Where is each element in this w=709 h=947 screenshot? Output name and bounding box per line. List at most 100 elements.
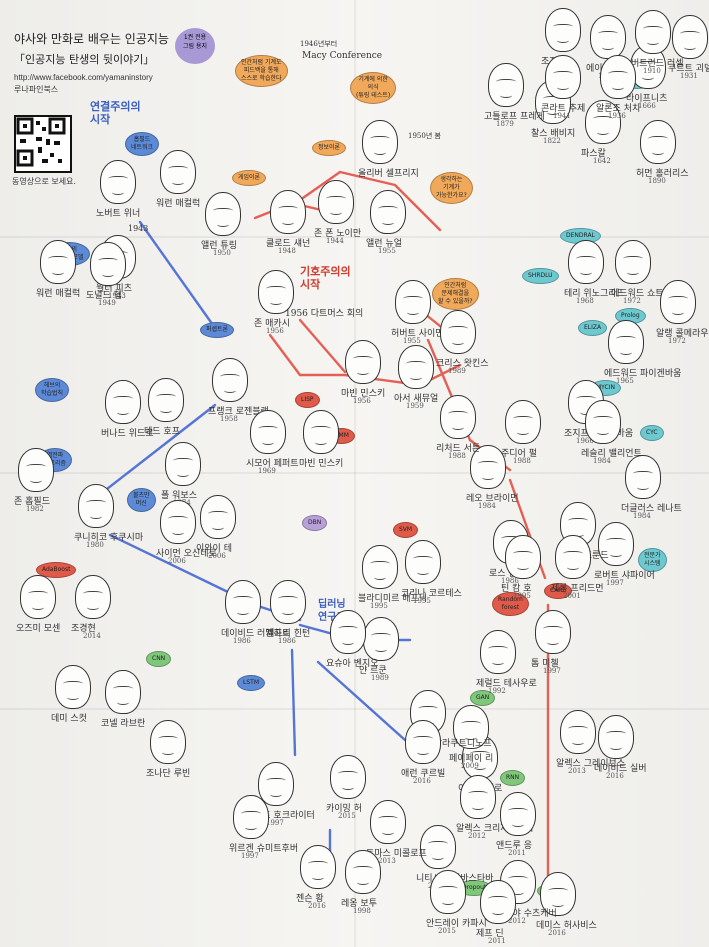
person-name: 요슈아 벤지오 bbox=[326, 659, 379, 669]
portrait-feigenbaum bbox=[608, 320, 644, 364]
portrait-he bbox=[330, 755, 366, 799]
portrait-turing bbox=[205, 192, 241, 236]
person-name: 허버트 사이먼 bbox=[391, 329, 444, 339]
portrait-pascal bbox=[585, 100, 621, 144]
fold-line-horizontal bbox=[0, 708, 709, 710]
portrait-wiener bbox=[100, 160, 136, 204]
qr-code[interactable] bbox=[14, 115, 72, 173]
portrait-sutton bbox=[440, 395, 476, 439]
person-year: 2001 bbox=[563, 592, 581, 600]
portrait-frege bbox=[488, 63, 524, 107]
portrait-bottou bbox=[345, 850, 381, 894]
person-year: 1989 bbox=[371, 674, 389, 682]
person-year: 1910 bbox=[643, 67, 661, 75]
portrait-mitchell bbox=[535, 610, 571, 654]
portrait-neumann bbox=[318, 180, 354, 224]
person-name: 레옹 보투 bbox=[341, 899, 377, 909]
person-name: 알랭 콜메라우어 bbox=[656, 329, 709, 339]
link-line bbox=[108, 533, 232, 595]
bubble-boltzmann: 볼츠만 머신 bbox=[127, 488, 156, 512]
person-year: 1822 bbox=[543, 137, 561, 145]
person-year: 2016 bbox=[606, 772, 624, 780]
person-year: 2012 bbox=[508, 917, 526, 925]
person-name: 올리버 셀프리지 bbox=[358, 169, 419, 179]
portrait-hebb bbox=[90, 242, 126, 286]
person-name: 일리야 수츠케버 bbox=[496, 909, 557, 919]
person-name: 이와이 테 bbox=[196, 544, 232, 554]
person-name: 제프 딘 bbox=[476, 929, 504, 939]
person-year: 2009 bbox=[461, 762, 479, 770]
portrait-pearl bbox=[505, 400, 541, 444]
person-year: 1931 bbox=[680, 72, 698, 80]
portrait-shannon bbox=[270, 190, 306, 234]
person-name: 레슬리 밸리언트 bbox=[581, 449, 642, 459]
person-year: 1997 bbox=[241, 852, 259, 860]
person-year: 2015 bbox=[438, 927, 456, 935]
person-name: 알론조 처치 bbox=[596, 104, 641, 114]
person-name: 젠슨 황 bbox=[296, 894, 324, 904]
person-year: 1997 bbox=[606, 579, 624, 587]
portrait-samuel bbox=[398, 345, 434, 389]
bubble-cart: CART bbox=[544, 583, 572, 599]
person-year: 1642 bbox=[593, 157, 611, 165]
person-year: 1944 bbox=[326, 237, 344, 245]
person-name: 데이비드 실버 bbox=[594, 764, 647, 774]
qr-code-icon bbox=[16, 117, 66, 167]
person-name: 리처드 서튼 bbox=[436, 444, 481, 454]
portrait-goedel bbox=[672, 15, 708, 59]
person-name: 제롬 프리드먼 bbox=[551, 584, 604, 594]
fold-line-vertical bbox=[354, 0, 356, 947]
person-year: 1986 bbox=[278, 637, 296, 645]
person-year: 1941 bbox=[553, 112, 571, 120]
person-name: 로버트 샤파이어 bbox=[594, 571, 655, 581]
person-name: 프랭크 로젠블랫 bbox=[208, 407, 269, 417]
person-name: 시모어 페퍼트 bbox=[246, 459, 299, 469]
person-name: 노버트 위너 bbox=[96, 209, 141, 219]
person-year: 1984 bbox=[478, 502, 496, 510]
person-year: 1980 bbox=[86, 541, 104, 549]
person-name: 테리 위노그라드 bbox=[564, 289, 625, 299]
person-name: 토마스 미콜로프 bbox=[366, 849, 427, 859]
bubble-shrdlu: SHRDLU bbox=[522, 268, 559, 284]
portrait-ng bbox=[500, 792, 536, 836]
poster-title: 야사와 만화로 배우는 인공지능 bbox=[14, 32, 169, 46]
person-year: 1988 bbox=[448, 452, 466, 460]
portrait-schapire bbox=[598, 522, 634, 566]
person-name: 데미스 허사비스 bbox=[536, 921, 597, 931]
person-year: 2011 bbox=[508, 849, 526, 857]
person-year: 2013 bbox=[378, 857, 396, 865]
bubble-lstm: LSTM bbox=[237, 675, 265, 691]
portrait-silver bbox=[598, 715, 634, 759]
person-year: 2014 bbox=[83, 632, 101, 640]
link-line bbox=[393, 183, 442, 232]
person-year: 1879 bbox=[496, 120, 514, 128]
person-name: 쿠니히코 후쿠시마 bbox=[74, 533, 144, 543]
portrait-schmidhuber bbox=[233, 795, 269, 839]
portrait-li bbox=[453, 705, 489, 749]
person-year: 1956 bbox=[353, 397, 371, 405]
person-name: 틴 캄 호 bbox=[501, 584, 532, 594]
person-year: 2012 bbox=[468, 832, 486, 840]
milestone-dartmouth: 1956 다트머스 회의 bbox=[285, 309, 364, 319]
person-year: 1984 bbox=[593, 457, 611, 465]
person-name: 주디어 펄 bbox=[501, 449, 537, 459]
bubble-gps: 인간처럼 문제해결을 할 수 있을까? bbox=[432, 278, 479, 310]
person-name: 레오 브라이먼 bbox=[466, 494, 519, 504]
portrait-selfridge bbox=[362, 120, 398, 164]
portrait-hopfield bbox=[18, 448, 54, 492]
person-name: 아서 새뮤얼 bbox=[394, 394, 439, 404]
portrait-colmerauer bbox=[660, 280, 696, 324]
person-name: 페이페이 리 bbox=[449, 754, 494, 764]
facebook-url[interactable]: http://www.facebook.com/yamaninstory bbox=[14, 73, 153, 82]
person-name: 제럴드 테사우로 bbox=[476, 679, 537, 689]
person-year: 1969 bbox=[258, 467, 276, 475]
person-name: 클로드 섀넌 bbox=[266, 239, 311, 249]
person-year: 1997 bbox=[266, 819, 284, 827]
person-name: 톰 미첼 bbox=[531, 659, 559, 669]
portrait-rumelhart bbox=[225, 580, 261, 624]
person-year: 2006 bbox=[168, 557, 186, 565]
person-year: 1955 bbox=[403, 337, 421, 345]
stamp-badge: 1권 전용 그림 용지 bbox=[175, 28, 215, 64]
person-year: 1943 bbox=[108, 292, 126, 300]
portrait-fukushima bbox=[78, 484, 114, 528]
